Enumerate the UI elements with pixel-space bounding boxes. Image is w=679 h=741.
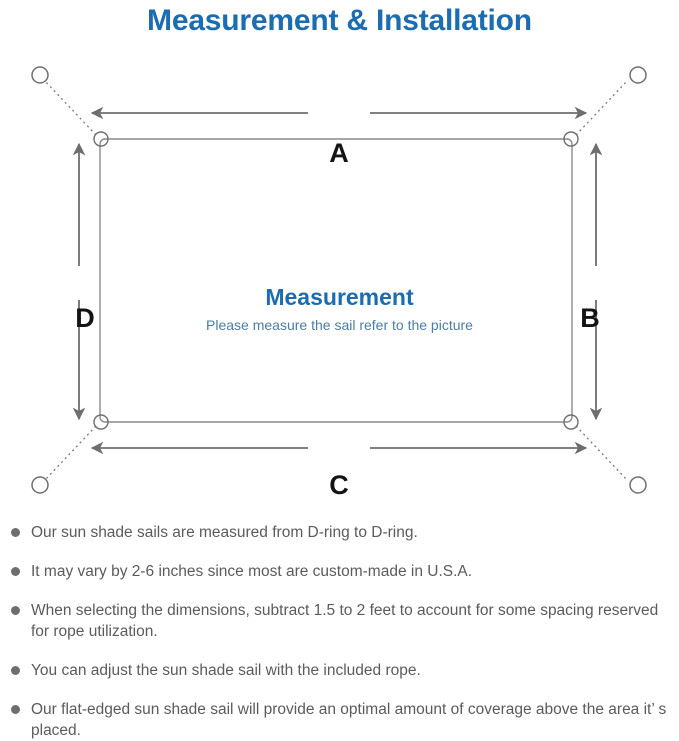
dimension-label-c: C [329,470,349,500]
page-title: Measurement & Installation [147,4,532,37]
rope-bottom-right [575,425,629,482]
top-right-d-ring-icon [563,131,579,147]
bullet-icon [11,606,20,615]
top-left-anchor-icon [31,66,49,84]
top-left-d-ring-icon [93,131,109,147]
bullet-icon [11,567,20,576]
bullet-icon [11,666,20,675]
note-text: You can adjust the sun shade sail with t… [31,662,421,679]
note-text: When selecting the dimensions, subtract … [31,602,659,640]
note-text: Our flat-edged sun shade sail will provi… [31,701,667,739]
list-item: You can adjust the sun shade sail with t… [0,660,679,681]
list-item: Our sun shade sails are measured from D-… [0,522,679,543]
sail-outline [99,138,573,423]
diagram-canvas [31,66,647,494]
rope-top-left [43,79,97,136]
bottom-right-d-ring-icon [563,414,579,430]
dimension-label-a: A [329,138,349,168]
rope-bottom-left [43,425,97,482]
dimension-label-d: D [75,303,95,333]
list-item: Our flat-edged sun shade sail will provi… [0,699,679,741]
dimension-label-b: B [580,303,600,333]
list-item: When selecting the dimensions, subtract … [0,600,679,642]
bottom-left-d-ring-icon [93,414,109,430]
notes-list: Our sun shade sails are measured from D-… [0,522,679,741]
note-text: Our sun shade sails are measured from D-… [31,524,418,541]
bullet-icon [11,528,20,537]
note-text: It may vary by 2-6 inches since most are… [31,563,473,580]
measurement-diagram: Measurement Please measure the sail refe… [0,44,679,514]
list-item: It may vary by 2-6 inches since most are… [0,561,679,582]
rope-top-right [575,79,629,136]
bottom-left-anchor-icon [31,476,49,494]
bullet-icon [11,705,20,714]
bottom-right-anchor-icon [629,476,647,494]
top-right-anchor-icon [629,66,647,84]
